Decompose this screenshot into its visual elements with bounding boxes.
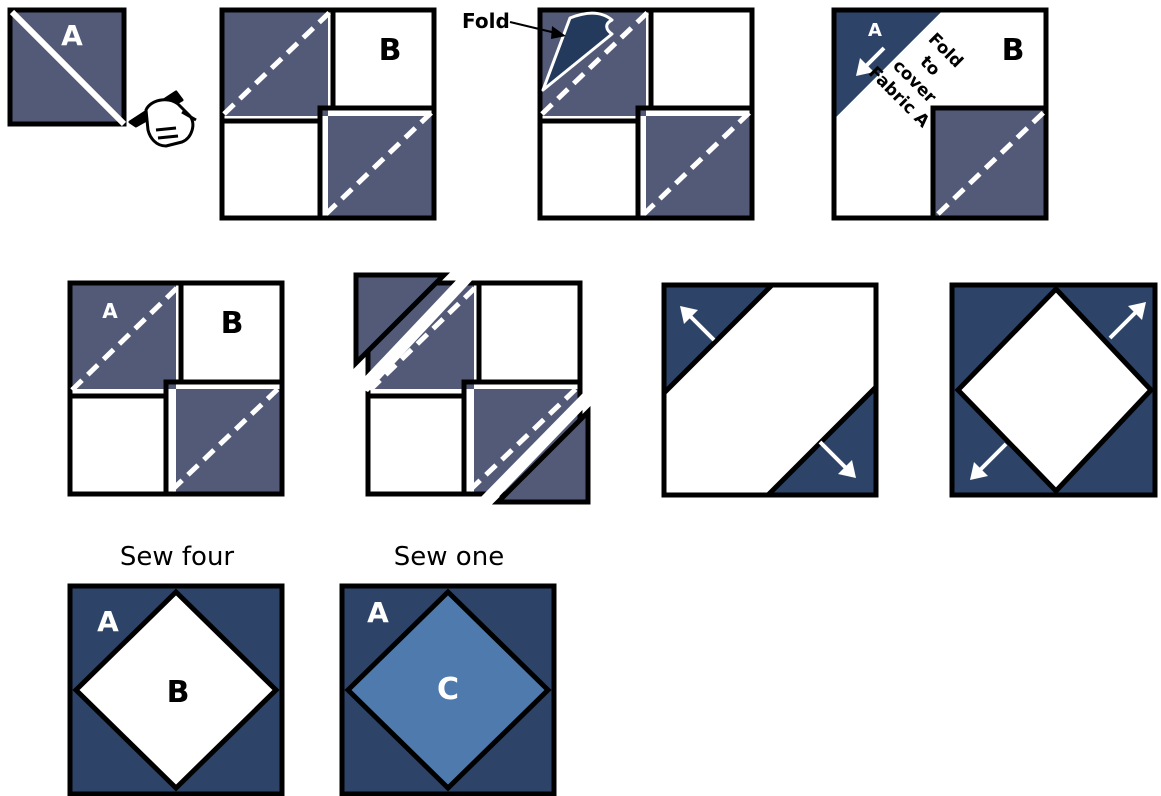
fabric-a-label: A [61, 19, 83, 52]
step-8-press-four-corners [952, 285, 1155, 495]
fabric-a-label: A [97, 605, 119, 638]
finished-block-b: A B [70, 586, 282, 794]
patch-a-bottom-right [328, 116, 434, 218]
fabric-b-label: B [379, 33, 402, 68]
patch-a-bottom-right [646, 116, 752, 218]
fabric-a-label: A [868, 20, 882, 41]
fabric-a-label: A [367, 596, 389, 629]
fabric-a-label: A [102, 299, 118, 323]
fabric-b-label: B [1002, 33, 1025, 68]
fabric-b-label: B [221, 306, 244, 341]
patch-a-bottom-right [176, 389, 282, 494]
patch-b-bottom-left [368, 389, 474, 494]
patch-b-top-right [646, 10, 752, 116]
patch-b-bottom-left [70, 389, 176, 494]
step-6-trim-corners [356, 274, 592, 508]
fold-label: Fold [462, 9, 510, 33]
patch-a-top-left [70, 283, 176, 389]
caption-sew-four: Sew four [120, 542, 235, 572]
finished-block-c: A C [342, 586, 554, 794]
pencil-hand-icon [130, 92, 196, 146]
fabric-c-label: C [437, 672, 459, 707]
step-2-four-patch-sew-lines: B [222, 10, 434, 218]
step-3-fold: Fold [462, 9, 752, 218]
step-5-sewn-four-patch: A B [70, 283, 282, 494]
patch-b-bottom-left [540, 116, 646, 218]
step-7-press-two-corners [664, 285, 876, 495]
fabric-b-label: B [167, 675, 190, 710]
patch-b-bottom-left [222, 116, 328, 218]
step-4-fold-to-cover: A Fold to cover Fabric A B [834, 10, 1046, 218]
step-1-mark-diagonal: A [10, 10, 196, 146]
caption-sew-one: Sew one [394, 542, 504, 572]
patch-b-top-right [474, 283, 580, 389]
